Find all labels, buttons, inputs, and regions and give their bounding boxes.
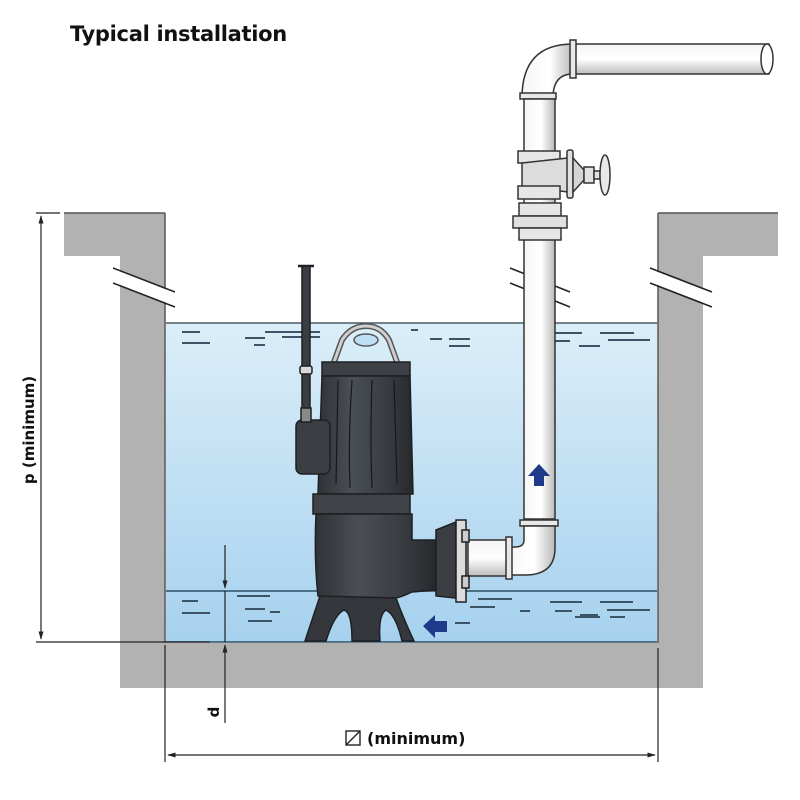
submersible-pump [295, 264, 470, 642]
p-minimum-label: p (minimum) [20, 376, 38, 484]
wall-break-left [112, 267, 176, 308]
wall-break-right [649, 267, 713, 308]
left-wall [64, 213, 165, 643]
pit-floor [120, 643, 703, 688]
dimension-lines [36, 212, 659, 762]
sump-pit [64, 212, 778, 688]
intake-arrow-icon [423, 615, 447, 638]
flow-arrows [423, 464, 550, 638]
width-minimum-label: (minimum) [367, 729, 465, 748]
water-ripples [182, 329, 650, 624]
discharge-pipe [467, 39, 774, 580]
discharge-arrow-icon [528, 464, 550, 486]
gate-valve [512, 149, 611, 241]
square-dimension-icon [345, 730, 361, 746]
diagram-title: Typical installation [70, 22, 287, 46]
right-wall [658, 213, 778, 643]
d-label: d [205, 707, 223, 718]
